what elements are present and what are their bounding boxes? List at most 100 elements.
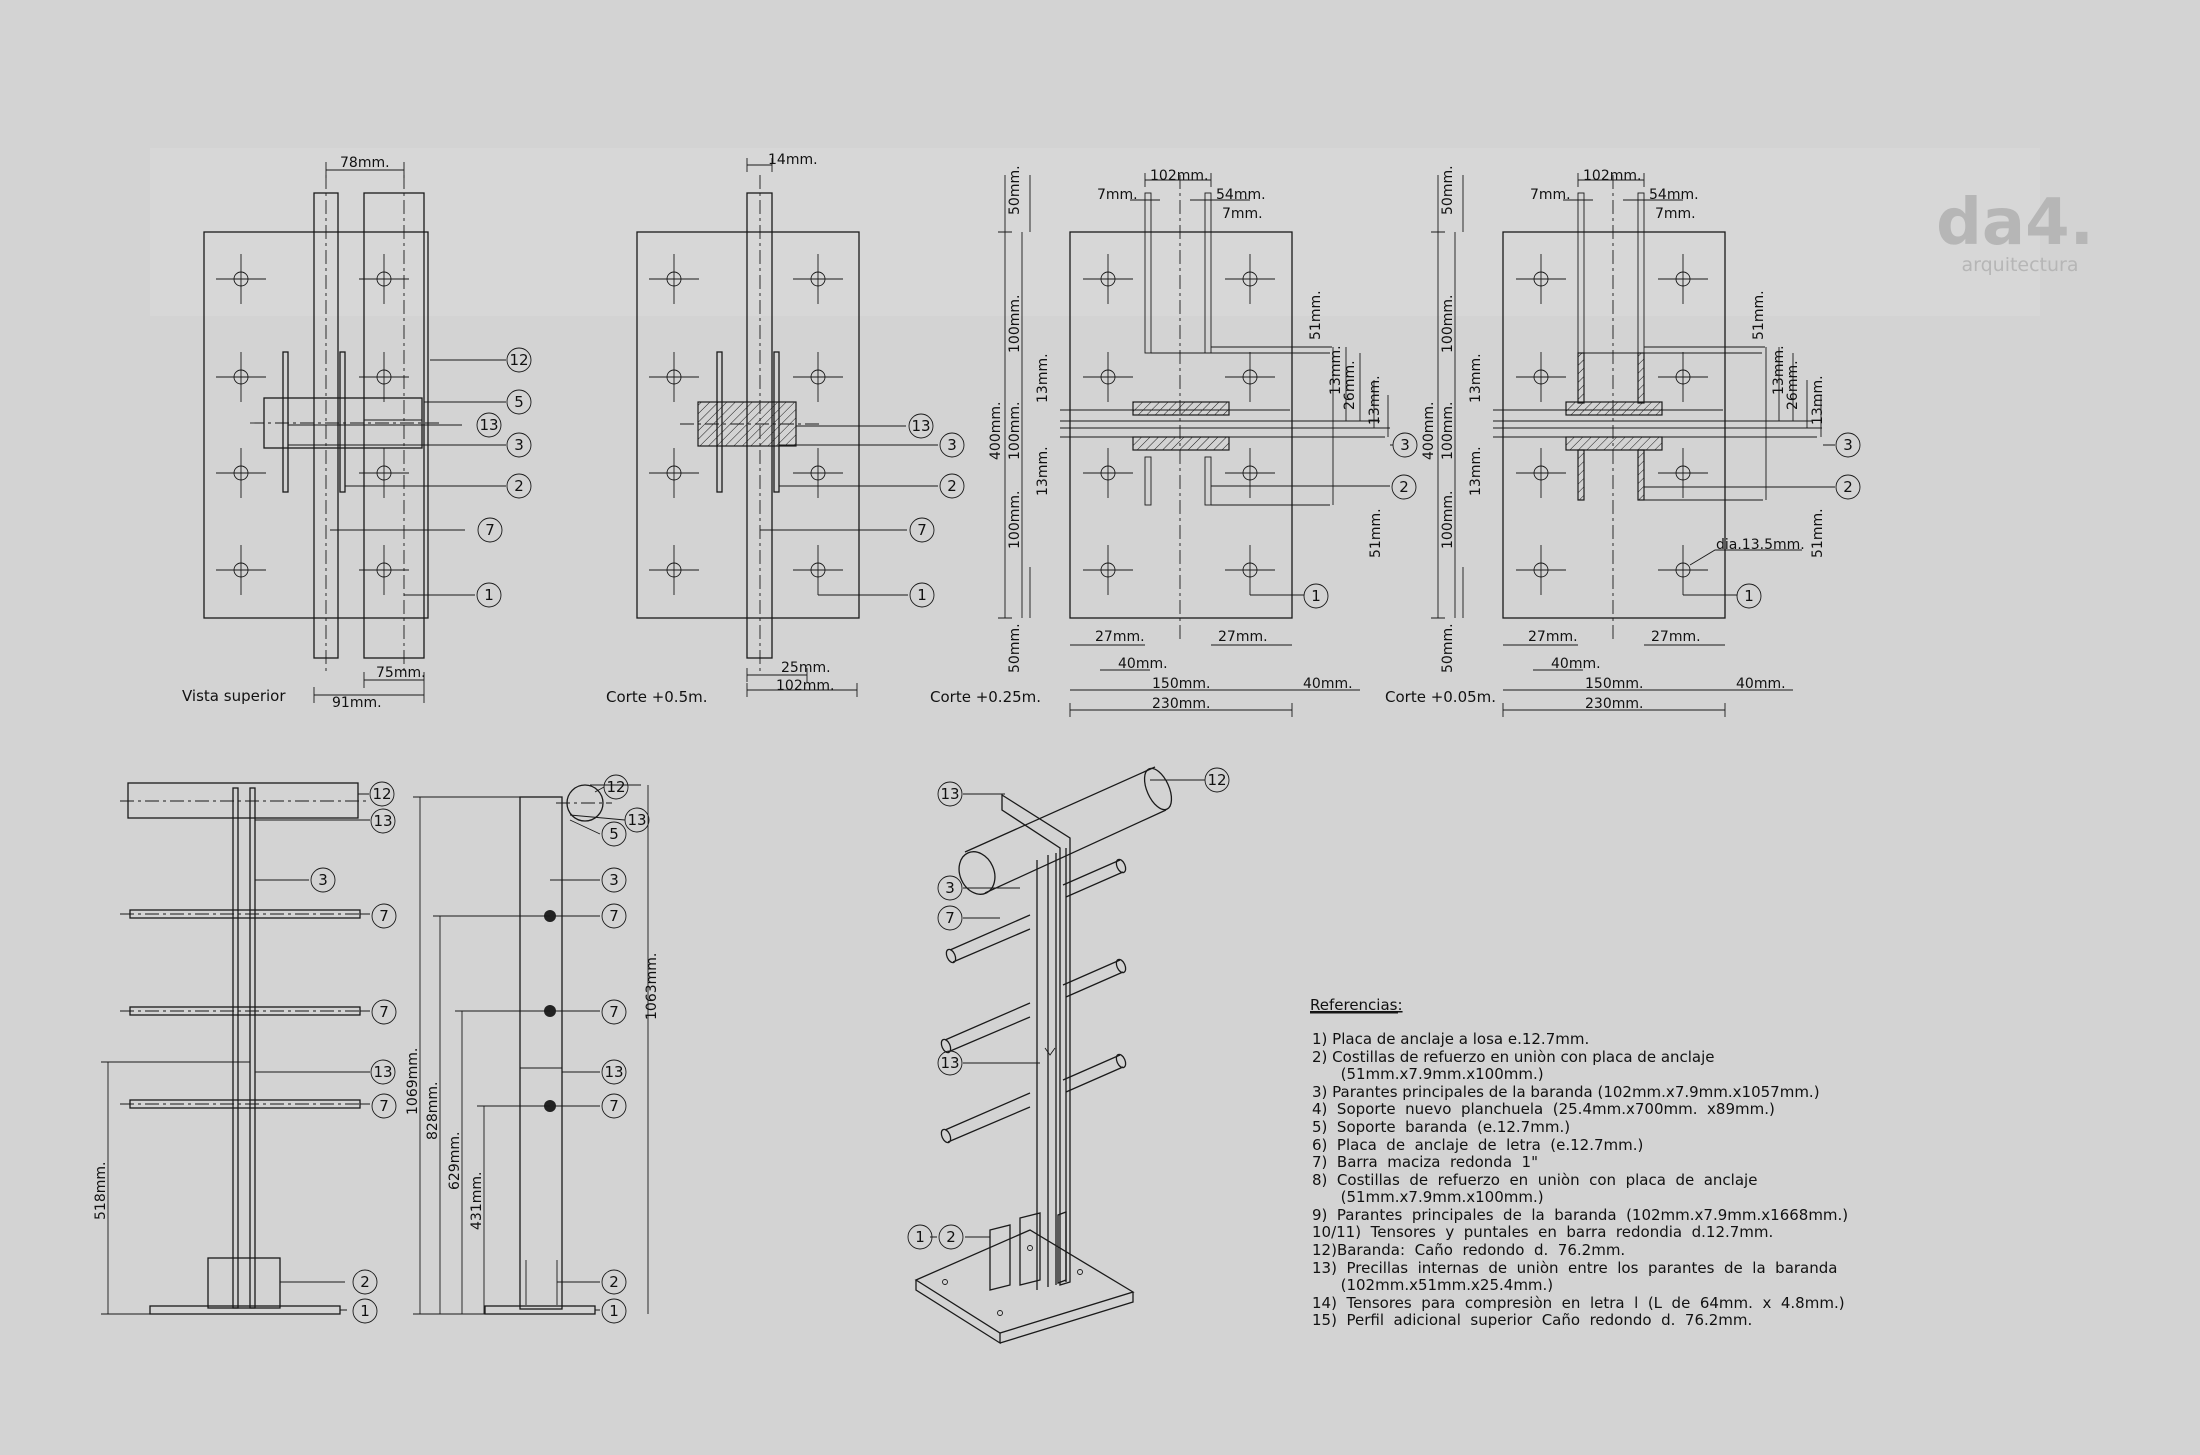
bubble-2: 2	[506, 473, 532, 499]
bubble-1: 1	[601, 1298, 627, 1324]
bubble-3: 3	[506, 432, 532, 458]
dim-40: 40mm.	[1118, 656, 1168, 672]
bubble-2: 2	[601, 1269, 627, 1295]
bubble-7: 7	[477, 517, 503, 543]
dim-1069: 1069mm.	[405, 1048, 421, 1115]
dim-75: 75mm.	[376, 665, 426, 681]
dim-78: 78mm.	[340, 155, 390, 171]
svg-text:13: 13	[373, 812, 392, 830]
bubble-5: 5	[506, 389, 532, 415]
bubble-2: 2	[352, 1269, 378, 1295]
bubble-13: 13	[624, 807, 650, 833]
dim-40b: 40mm.	[1303, 676, 1353, 692]
bubble-3: 3	[937, 875, 963, 901]
dim-400: 400mm.	[1421, 402, 1437, 460]
dim-54: 54mm.	[1216, 187, 1266, 203]
svg-text:12: 12	[606, 778, 625, 796]
svg-text:13: 13	[627, 811, 646, 829]
bubble-3: 3	[1392, 432, 1418, 458]
dim-hole-dia: dia.13.5mm.	[1716, 537, 1805, 553]
bubble-12: 12	[369, 781, 395, 807]
reference-line: 10/11) Tensores y puntales en barra redo…	[1312, 1223, 1773, 1241]
dim-50: 50mm.	[1007, 165, 1023, 215]
dim-50b: 50mm.	[1440, 623, 1456, 673]
svg-text:1: 1	[915, 1228, 925, 1246]
logo-subtitle: arquitectura	[1961, 254, 2078, 276]
svg-text:13: 13	[479, 416, 498, 434]
svg-text:13: 13	[911, 417, 930, 435]
dim-51b: 51mm.	[1368, 508, 1384, 558]
reference-line: (102mm.x51mm.x25.4mm.)	[1312, 1276, 1553, 1294]
view-section-0-25m: 102mm. 7mm. 54mm. 7mm. 50mm. 100mm. 400m…	[930, 165, 1418, 717]
svg-text:7: 7	[609, 1097, 619, 1115]
view-caption: Vista superior	[182, 687, 286, 705]
svg-text:7: 7	[485, 521, 495, 539]
view-section-0-5m: 14mm. 25mm. 102mm. Corte +0.5m. 13 3 2 7…	[606, 152, 965, 706]
svg-text:7: 7	[379, 907, 389, 925]
reference-line: 2) Costillas de refuerzo en uniòn con pl…	[1312, 1048, 1715, 1066]
bubble-1: 1	[1736, 583, 1762, 609]
dim-27b: 27mm.	[1651, 629, 1701, 645]
logo: da4. arquitectura	[1936, 186, 2094, 276]
dim-50b: 50mm.	[1007, 623, 1023, 673]
reference-line: 1) Placa de anclaje a losa e.12.7mm.	[1312, 1030, 1589, 1048]
dim-51: 51mm.	[1308, 290, 1324, 340]
svg-text:12: 12	[372, 785, 391, 803]
svg-text:3: 3	[318, 871, 328, 889]
dim-102: 102mm.	[1583, 168, 1641, 184]
view-isometric: 13 12 3 7 13 1 2	[907, 766, 1230, 1345]
dim-629: 629mm.	[447, 1132, 463, 1190]
view-caption: Corte +0.25m.	[930, 688, 1041, 706]
svg-text:5: 5	[514, 393, 524, 411]
reference-line: 4) Soporte nuevo planchuela (25.4mm.x700…	[1312, 1100, 1775, 1118]
view-side-elevation: 1069mm. 828mm. 629mm. 431mm. 1063mm. 12 …	[405, 774, 660, 1324]
svg-text:3: 3	[1843, 436, 1853, 454]
svg-text:7: 7	[945, 909, 955, 927]
view-caption: Corte +0.5m.	[606, 688, 708, 706]
bubble-13: 13	[908, 413, 934, 439]
svg-text:1: 1	[609, 1302, 619, 1320]
reference-line: 12)Baranda: Caño redondo d. 76.2mm.	[1312, 1241, 1625, 1259]
dim-102: 102mm.	[1150, 168, 1208, 184]
bubble-3: 3	[1835, 432, 1861, 458]
svg-text:3: 3	[609, 871, 619, 889]
dim-13d: 13mm.	[1367, 375, 1383, 425]
dim-150: 150mm.	[1152, 676, 1210, 692]
dim-102: 102mm.	[776, 678, 834, 694]
bubble-13: 13	[937, 1050, 963, 1076]
reference-line: 13) Precillas internas de uniòn entre lo…	[1312, 1259, 1837, 1277]
svg-text:7: 7	[379, 1097, 389, 1115]
svg-text:13: 13	[604, 1063, 623, 1081]
dim-13c: 13mm.	[1328, 345, 1344, 395]
dim-50: 50mm.	[1440, 165, 1456, 215]
dim-25: 25mm.	[781, 660, 831, 676]
bubble-7: 7	[371, 999, 397, 1025]
bubble-1: 1	[352, 1298, 378, 1324]
dim-7: 7mm.	[1530, 187, 1571, 203]
bubble-12: 12	[603, 774, 629, 800]
dim-230: 230mm.	[1585, 696, 1643, 712]
bubble-5: 5	[601, 821, 627, 847]
svg-text:1: 1	[360, 1302, 370, 1320]
reference-line: 6) Placa de anclaje de letra (e.12.7mm.)	[1312, 1136, 1643, 1154]
bubble-13: 13	[601, 1059, 627, 1085]
bubble-2: 2	[939, 473, 965, 499]
dim-100: 100mm.	[1440, 295, 1456, 353]
bubble-3: 3	[310, 867, 336, 893]
bubble-2: 2	[938, 1224, 964, 1250]
bubble-7: 7	[601, 999, 627, 1025]
bubble-1: 1	[907, 1224, 933, 1250]
reference-line: 7) Barra maciza redonda 1"	[1312, 1153, 1538, 1171]
dim-13b: 13mm.	[1468, 446, 1484, 496]
bubble-3: 3	[939, 432, 965, 458]
dim-13c: 13mm.	[1771, 345, 1787, 395]
bolt-holes	[649, 254, 843, 595]
svg-text:12: 12	[1207, 771, 1226, 789]
bubble-2: 2	[1835, 474, 1861, 500]
svg-text:2: 2	[360, 1273, 370, 1291]
svg-text:13: 13	[940, 1054, 959, 1072]
dim-26: 26mm.	[1785, 360, 1801, 410]
reference-line: 14) Tensores para compresiòn en letra l …	[1312, 1294, 1845, 1312]
reference-line: 5) Soporte baranda (e.12.7mm.)	[1312, 1118, 1570, 1136]
